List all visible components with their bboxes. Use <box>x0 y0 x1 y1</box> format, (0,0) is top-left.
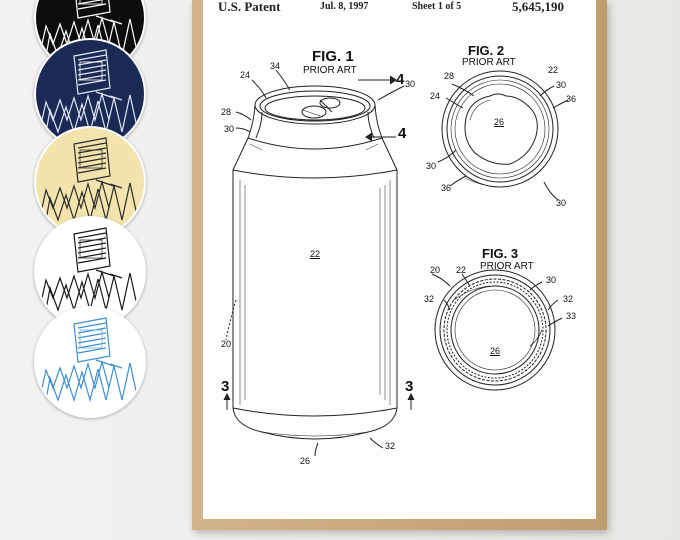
ref-22: 22 <box>310 249 321 259</box>
fig2-ref-28: 28 <box>444 71 455 81</box>
patent-number: 5,645,190 <box>512 0 564 14</box>
ref-32: 32 <box>385 441 396 451</box>
fig3-drawing <box>431 269 563 391</box>
fig3-ref-22: 22 <box>456 265 467 275</box>
fig3-ref-30: 30 <box>546 275 557 285</box>
fig1-subtitle: PRIOR ART <box>303 65 357 76</box>
fig2-title: FIG. 2 <box>468 43 505 58</box>
patent-label: U.S. Patent <box>218 0 281 14</box>
fig3-ref-33: 33 <box>566 311 577 321</box>
fig2-ref-30c: 30 <box>556 198 567 208</box>
patent-date: Jul. 8, 1997 <box>320 1 369 12</box>
section-3-left: 3 <box>221 378 230 395</box>
fig2-ref-30: 30 <box>556 80 567 90</box>
fig1-title: FIG. 1 <box>312 48 354 65</box>
can-drawing <box>223 69 415 457</box>
patent-print <box>203 0 596 519</box>
ref-34: 34 <box>270 61 281 71</box>
ref-24: 24 <box>240 70 251 80</box>
ref-30b: 30 <box>405 79 416 89</box>
ref-30: 30 <box>224 124 235 134</box>
ref-28: 28 <box>221 107 232 117</box>
section-4-bottom: 4 <box>398 125 407 142</box>
patent-sheet: Sheet 1 of 5 <box>412 1 462 12</box>
swatch-blueprint[interactable] <box>34 306 146 418</box>
accordion-sketch <box>41 317 139 403</box>
fig2-ref-26: 26 <box>494 117 505 127</box>
section-3-right: 3 <box>405 378 414 395</box>
fig3-ref-20: 20 <box>430 265 441 275</box>
fig2-ref-36: 36 <box>566 94 577 104</box>
fig3-ref-32b: 32 <box>563 294 574 304</box>
section-4-top: 4 <box>396 71 405 88</box>
fig3-title: FIG. 3 <box>482 246 519 261</box>
fig2-ref-24: 24 <box>430 91 441 101</box>
fig2-ref-22: 22 <box>548 65 559 75</box>
ref-20: 20 <box>221 339 232 349</box>
fig3-ref-26: 26 <box>490 346 501 356</box>
ref-26: 26 <box>300 456 311 466</box>
fig2-ref-30b: 30 <box>426 161 437 171</box>
fig2-subtitle: PRIOR ART <box>462 57 516 68</box>
fig3-ref-32: 32 <box>424 294 435 304</box>
fig2-drawing <box>437 70 569 201</box>
fig3-subtitle: PRIOR ART <box>480 261 534 272</box>
fig2-ref-36b: 36 <box>441 183 452 193</box>
